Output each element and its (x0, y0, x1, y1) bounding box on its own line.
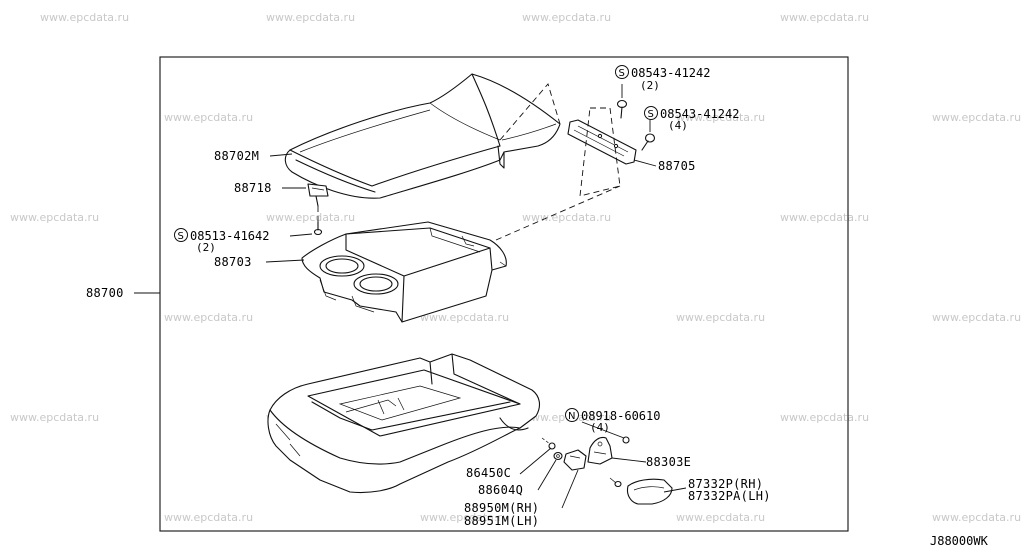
screw-mid-symbol-letter: S (648, 109, 654, 120)
cover-illustration (626, 478, 673, 505)
tray-dashline (495, 185, 621, 241)
cover-number-lh[interactable]: 87332PA(LH) (688, 489, 771, 503)
watermark: www.epcdata.ru (164, 511, 253, 524)
lid-leader (269, 153, 293, 157)
bracket-illustration (587, 436, 613, 465)
nut-symbol (565, 408, 579, 422)
nut-number[interactable]: 08918-60610 (581, 409, 660, 423)
watermark-layer: www.epcdata.ru www.epcdata.ru www.epcdat… (10, 11, 1021, 524)
screw-top-number[interactable]: 08543-41242 (631, 66, 710, 80)
screw-mid-qty: (4) (668, 119, 688, 132)
cover-screw-illustration (609, 477, 622, 488)
hinge-dashline (579, 107, 621, 197)
watermark: www.epcdata.ru (780, 411, 869, 424)
bracket2-illustration (563, 449, 587, 471)
hinge-number[interactable]: 88705 (658, 159, 696, 173)
tray-leader (265, 259, 305, 263)
assembly-number[interactable]: 88700 (86, 286, 124, 300)
watermark: www.epcdata.ru (932, 311, 1021, 324)
clip-number[interactable]: 86450C (466, 466, 511, 480)
watermark: www.epcdata.ru (780, 11, 869, 24)
bracket-leader (611, 457, 647, 463)
nut-qty: (4) (590, 421, 610, 434)
clip-leader (519, 447, 552, 475)
bracket2-number-lh[interactable]: 88951M(LH) (464, 514, 539, 528)
nut-leader (581, 421, 625, 439)
cover-leader (663, 487, 687, 493)
assembly-frame (159, 56, 849, 532)
lid-illustration (284, 73, 561, 199)
screw-left-symbol (174, 228, 188, 242)
watermark: www.epcdata.ru (10, 211, 99, 224)
screw-top-symbol (615, 65, 629, 79)
screw-mid-illustration (641, 133, 656, 151)
washer-leader (537, 459, 557, 491)
screw-top-symbol-letter: S (619, 68, 625, 79)
tray-illustration (301, 221, 507, 323)
watermark: www.epcdata.ru (420, 511, 509, 524)
screw-top-illustration (616, 99, 628, 119)
watermark: www.epcdata.ru (164, 111, 253, 124)
nut-illustration (622, 436, 630, 444)
hinge-illustration (567, 119, 637, 165)
watermark: www.epcdata.ru (10, 411, 99, 424)
bracket-number[interactable]: 88303E (646, 455, 691, 469)
watermark: www.epcdata.ru (780, 211, 869, 224)
watermark: www.epcdata.ru (676, 111, 765, 124)
latch-illustration (307, 183, 329, 207)
watermark: www.epcdata.ru (420, 311, 509, 324)
lid-hinge-dashline (499, 83, 561, 141)
tray-number[interactable]: 88703 (214, 255, 252, 269)
bracket2-leader (561, 469, 579, 509)
nut-symbol-letter: N (568, 411, 575, 422)
screw-top-qty: (2) (640, 79, 660, 92)
watermark: www.epcdata.ru (266, 11, 355, 24)
clip-illustration (541, 437, 556, 450)
watermark: www.epcdata.ru (932, 511, 1021, 524)
washer-illustration (553, 451, 563, 461)
screw-mid-number[interactable]: 08543-41242 (660, 107, 739, 121)
screw-mid-symbol (644, 106, 658, 120)
washer-number[interactable]: 88604Q (478, 483, 523, 497)
watermark: www.epcdata.ru (40, 11, 129, 24)
watermark: www.epcdata.ru (676, 511, 765, 524)
latch-number[interactable]: 88718 (234, 181, 272, 195)
watermark: www.epcdata.ru (932, 111, 1021, 124)
watermark: www.epcdata.ru (164, 311, 253, 324)
watermark: www.epcdata.ru (676, 311, 765, 324)
screw-left-leader (289, 233, 313, 237)
watermark: www.epcdata.ru (522, 211, 611, 224)
hinge-leader (633, 159, 657, 167)
diagram-code: J88000WK (930, 534, 989, 548)
screw-left-symbol-letter: S (178, 231, 184, 242)
watermark: www.epcdata.ru (266, 211, 355, 224)
watermark: www.epcdata.ru (522, 11, 611, 24)
screw-left-illustration (313, 206, 323, 236)
console-body-illustration (267, 353, 541, 494)
screw-left-qty: (2) (196, 241, 216, 254)
screw-left-number[interactable]: 08513-41642 (190, 229, 269, 243)
cover-number-rh[interactable]: 87332P(RH) (688, 477, 763, 491)
lid-number[interactable]: 88702M (214, 149, 259, 163)
bracket2-number-rh[interactable]: 88950M(RH) (464, 501, 539, 515)
